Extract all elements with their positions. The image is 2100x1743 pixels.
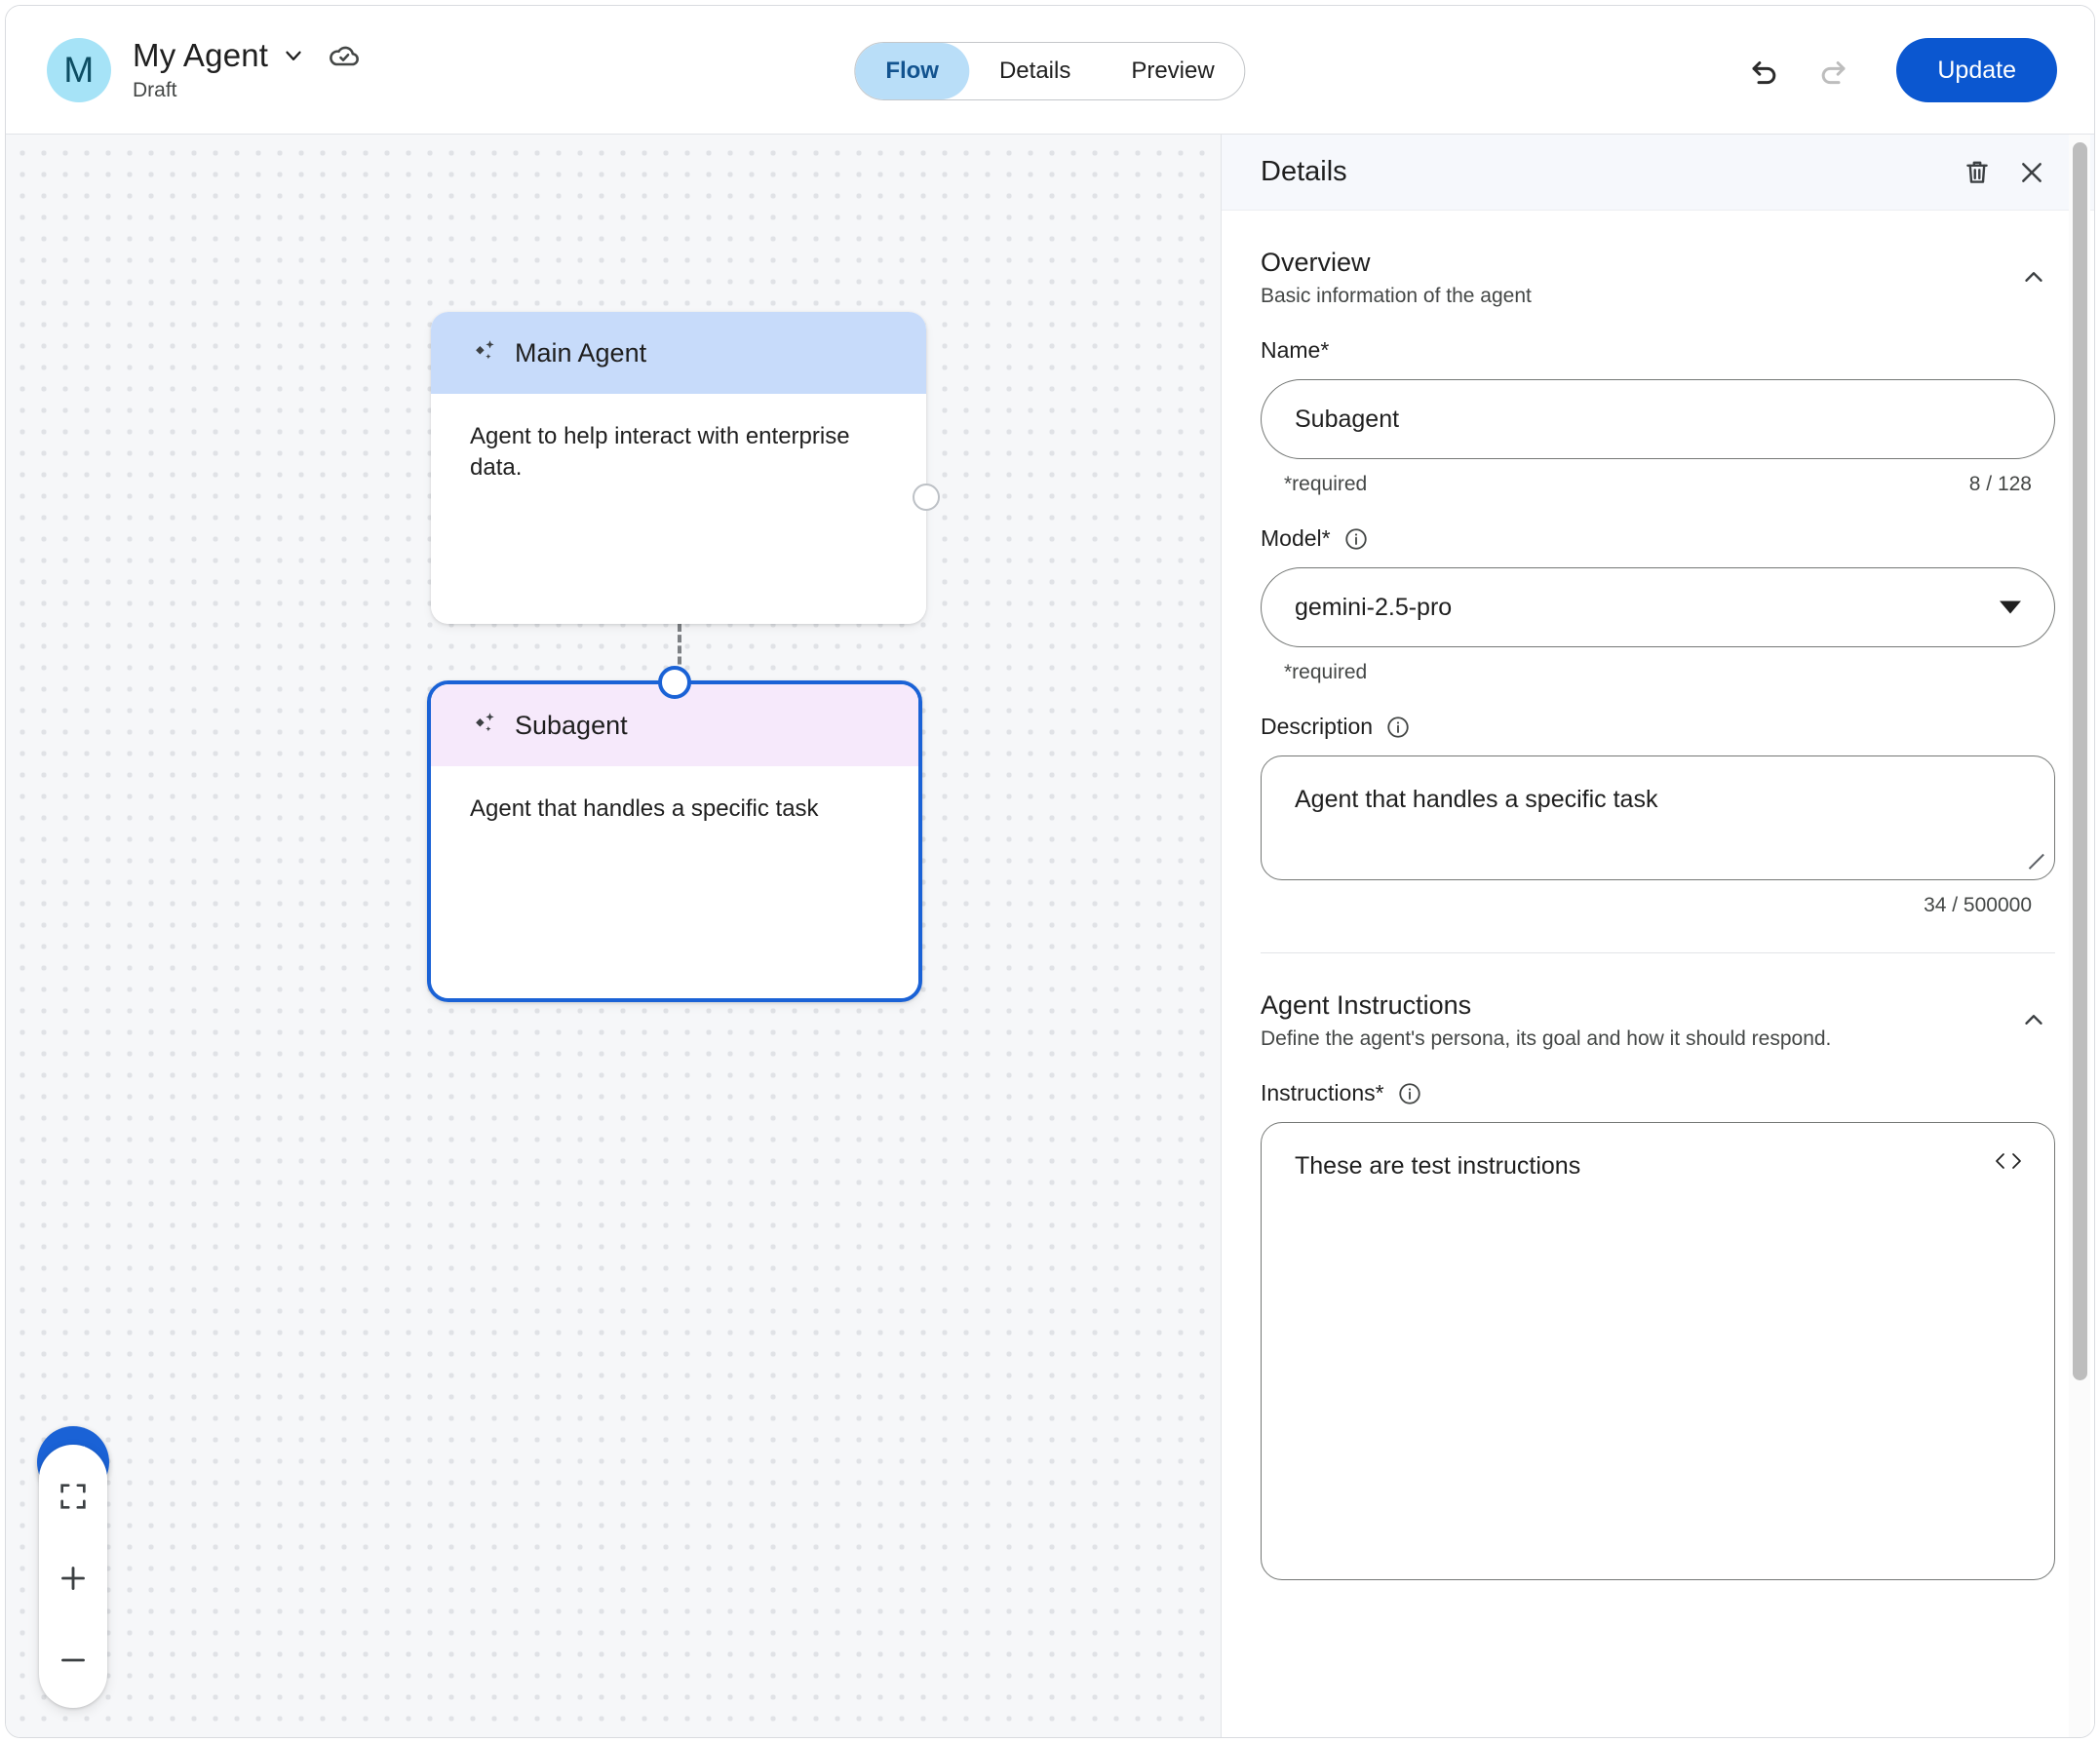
node-main-agent[interactable]: Main Agent Agent to help interact with e… xyxy=(431,312,940,624)
details-panel-header: Details xyxy=(1222,135,2094,211)
node-output-handle[interactable] xyxy=(913,484,940,511)
description-label: Description xyxy=(1261,714,2055,740)
app-window: M My Agent Draft Flo xyxy=(5,5,2095,1738)
model-selected-value: gemini-2.5-pro xyxy=(1295,593,1453,621)
section-subtitle: Basic information of the agent xyxy=(1261,285,1532,307)
details-panel-body: Overview Basic information of the agent … xyxy=(1222,211,2094,1580)
dropdown-arrow-icon xyxy=(2000,600,2021,614)
name-input[interactable]: Subagent xyxy=(1261,379,2055,459)
section-overview-header: Overview Basic information of the agent xyxy=(1261,211,2055,308)
field-description: Description Agent that handles a specifi… xyxy=(1261,714,2055,917)
zoom-in-button[interactable] xyxy=(51,1556,96,1601)
description-textarea[interactable]: Agent that handles a specific task xyxy=(1261,755,2055,880)
section-divider xyxy=(1261,952,2055,953)
view-tabs: Flow Details Preview xyxy=(854,42,1246,100)
redo-button[interactable] xyxy=(1799,35,1869,105)
model-required-text: *required xyxy=(1284,661,1368,683)
section-instructions-header: Agent Instructions Define the agent's pe… xyxy=(1261,953,2055,1051)
node-description: Agent that handles a specific task xyxy=(470,795,819,822)
close-button[interactable] xyxy=(2004,145,2059,200)
tab-preview[interactable]: Preview xyxy=(1131,58,1215,84)
node-header: Subagent xyxy=(431,684,918,766)
model-label: Model* xyxy=(1261,525,2055,552)
details-panel: Details Overview Basic information of th… xyxy=(1221,135,2094,1737)
section-subtitle: Define the agent's persona, its goal and… xyxy=(1261,1027,1832,1050)
top-bar: M My Agent Draft Flo xyxy=(6,6,2094,135)
flow-canvas[interactable]: Main Agent Agent to help interact with e… xyxy=(6,135,1223,1737)
info-icon[interactable] xyxy=(1397,1081,1422,1106)
field-name: Name* Subagent *required 8 / 128 xyxy=(1261,337,2055,496)
name-required-text: *required xyxy=(1284,473,1368,495)
name-helper: *required 8 / 128 xyxy=(1261,473,2055,496)
model-label-text: Model* xyxy=(1261,525,1331,551)
description-label-text: Description xyxy=(1261,714,1374,739)
edge-main-to-subagent xyxy=(678,624,681,697)
details-panel-title: Details xyxy=(1261,156,1347,187)
delete-button[interactable] xyxy=(1950,145,2004,200)
model-helper: *required xyxy=(1261,661,2055,684)
node-title: Main Agent xyxy=(515,337,647,368)
section-title: Agent Instructions xyxy=(1261,990,1472,1020)
undo-button[interactable] xyxy=(1729,35,1799,105)
panel-scrollbar-thumb[interactable] xyxy=(2073,142,2087,1380)
tab-details[interactable]: Details xyxy=(998,58,1071,84)
section-title: Overview xyxy=(1261,248,1371,277)
avatar: M xyxy=(47,37,111,102)
description-counter: 34 / 500000 xyxy=(1924,894,2032,916)
page-title: My Agent xyxy=(133,37,269,73)
instructions-value: These are test instructions xyxy=(1295,1152,1581,1180)
name-counter: 8 / 128 xyxy=(1968,473,2032,495)
description-value: Agent that handles a specific task xyxy=(1295,786,1658,813)
name-label: Name* xyxy=(1261,337,2055,364)
node-description: Agent to help interact with enterprise d… xyxy=(470,423,850,482)
tab-flow[interactable]: Flow xyxy=(855,43,969,99)
field-model: Model* gemini-2.5-pro *required xyxy=(1261,525,2055,684)
node-body: Agent that handles a specific task xyxy=(431,766,918,825)
cloud-check-icon xyxy=(319,38,362,73)
update-button[interactable]: Update xyxy=(1896,38,2057,102)
code-brackets-icon[interactable] xyxy=(1992,1148,2025,1182)
collapse-instructions-button[interactable] xyxy=(2012,998,2055,1041)
resize-handle[interactable] xyxy=(2024,849,2045,871)
instructions-label-text: Instructions* xyxy=(1261,1080,1384,1105)
info-icon[interactable] xyxy=(1385,715,1411,740)
sparkle-icon xyxy=(470,709,499,743)
info-icon[interactable] xyxy=(1343,526,1369,552)
zoom-controls xyxy=(39,1445,107,1708)
top-bar-actions: Update xyxy=(1729,6,2057,135)
sparkle-icon xyxy=(470,336,499,370)
field-instructions: Instructions* These are test instruction… xyxy=(1261,1080,2055,1580)
chevron-down-icon[interactable] xyxy=(281,43,306,68)
agent-brand-text: My Agent Draft xyxy=(133,37,362,102)
model-select[interactable]: gemini-2.5-pro xyxy=(1261,567,2055,647)
zoom-out-button[interactable] xyxy=(51,1638,96,1683)
node-body: Agent to help interact with enterprise d… xyxy=(431,394,926,484)
collapse-overview-button[interactable] xyxy=(2012,255,2055,298)
instructions-textarea[interactable]: These are test instructions xyxy=(1261,1122,2055,1580)
node-subagent[interactable]: Subagent Agent that handles a specific t… xyxy=(427,666,922,1002)
instructions-label: Instructions* xyxy=(1261,1080,2055,1106)
node-input-handle[interactable] xyxy=(658,666,691,699)
description-helper: 34 / 500000 xyxy=(1261,894,2055,917)
agent-status: Draft xyxy=(133,79,177,101)
agent-brand: M My Agent Draft xyxy=(47,37,362,102)
name-label-text: Name* xyxy=(1261,337,1330,363)
node-title: Subagent xyxy=(515,710,628,740)
node-header: Main Agent xyxy=(431,312,926,394)
fit-to-screen-button[interactable] xyxy=(51,1474,96,1519)
